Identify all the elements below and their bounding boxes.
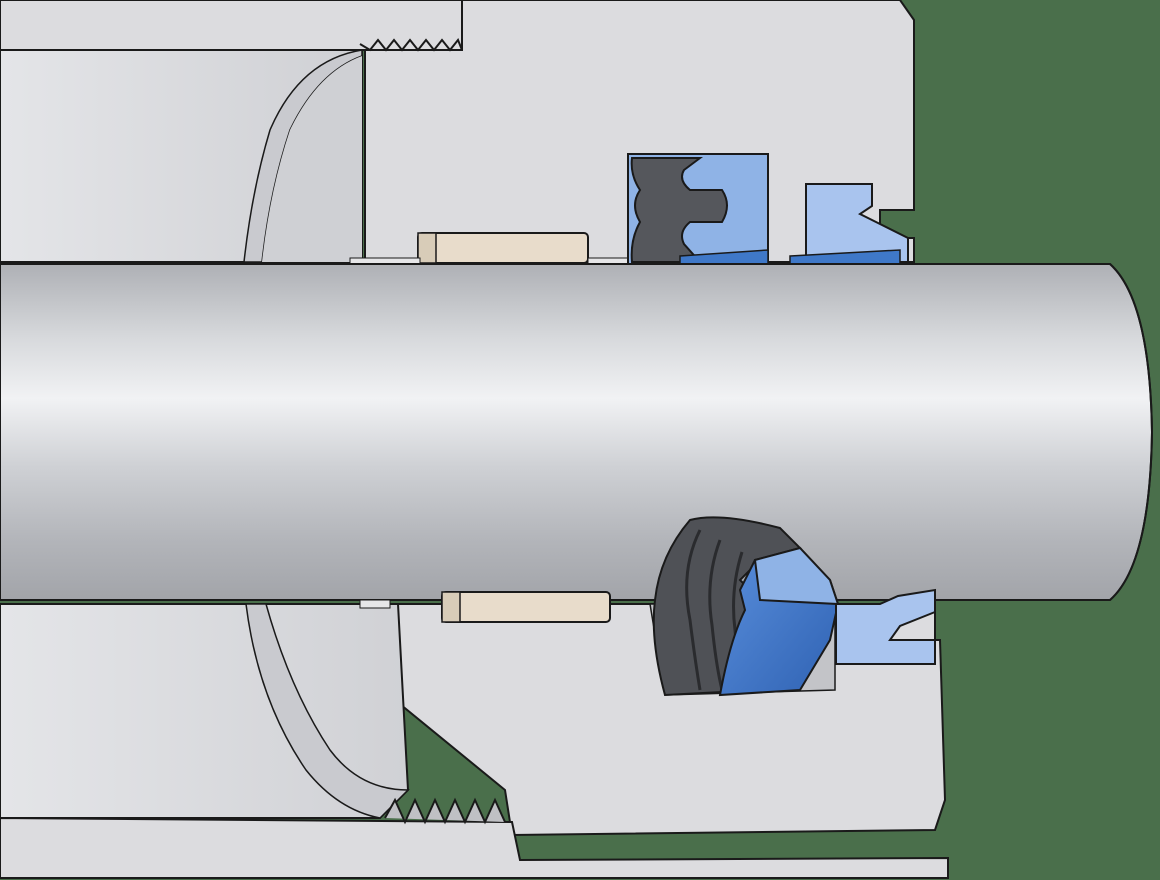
seal-upper (627, 153, 769, 265)
upper-housing (0, 0, 915, 263)
wiper-lower (835, 588, 936, 665)
oring-energizer-upper (630, 157, 728, 263)
guide-ring-upper (417, 232, 589, 264)
guide-ring-lower (441, 591, 611, 623)
thread-upper (359, 38, 463, 52)
thread-lower (384, 797, 506, 825)
rod-end-face (1109, 263, 1154, 601)
piston-rod[interactable] (0, 263, 1154, 601)
wiper-upper (789, 183, 909, 265)
seal-lower (649, 516, 840, 697)
